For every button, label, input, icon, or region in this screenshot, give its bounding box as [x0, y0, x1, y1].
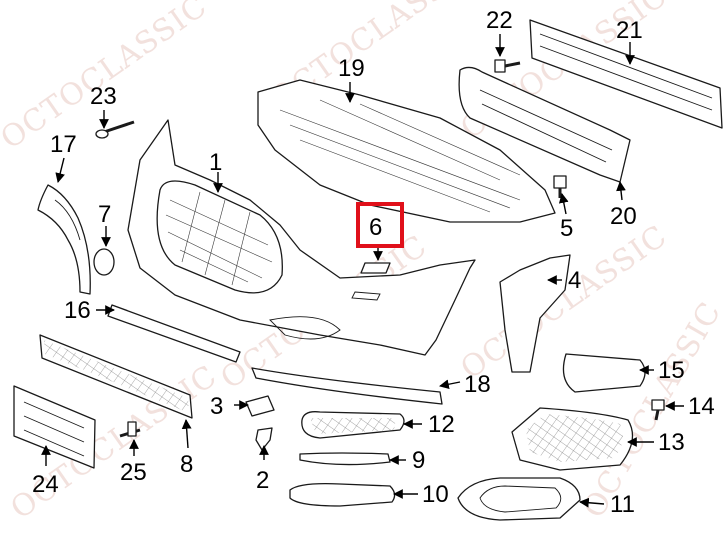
callout-23: 23	[90, 83, 117, 110]
part-13-fog-grille	[511, 407, 634, 471]
callout-20: 20	[610, 203, 637, 230]
callout-6: 6	[369, 214, 382, 241]
part-10-bezel	[289, 482, 396, 507]
part-15-cap	[562, 353, 646, 393]
callout-15: 15	[658, 357, 685, 384]
callout-11: 11	[610, 491, 635, 518]
callout-22: 22	[486, 7, 513, 34]
part-7-ring	[93, 248, 115, 276]
part-1-bumper-cover	[127, 119, 476, 356]
callout-4: 4	[568, 267, 581, 294]
part-6-tow-cover	[356, 202, 404, 274]
callout-8: 8	[180, 451, 193, 478]
callout-1: 1	[209, 149, 222, 176]
part-22-bolt	[494, 59, 521, 73]
callout-10: 10	[422, 481, 449, 508]
part-21-reinforcement	[529, 19, 723, 129]
callout-14: 14	[688, 393, 715, 420]
part-9-trim	[299, 452, 391, 466]
callout-13: 13	[658, 429, 685, 456]
part-17-liner	[37, 184, 91, 295]
part-3-nut	[245, 395, 275, 417]
part-20-absorber	[458, 66, 631, 183]
part-25-clip	[119, 421, 141, 438]
callout-19: 19	[338, 55, 365, 82]
callout-18: 18	[464, 371, 491, 398]
callout-21: 21	[616, 17, 643, 44]
part-23-bolt	[95, 120, 135, 139]
part-14-bolt	[651, 399, 665, 421]
part-2-clip	[255, 427, 273, 451]
leader-lines	[41, 34, 684, 508]
callout-5: 5	[560, 215, 573, 242]
callout-16: 16	[64, 297, 91, 324]
part-12-insert	[301, 411, 405, 439]
callout-7: 7	[98, 201, 111, 228]
callout-12: 12	[428, 411, 455, 438]
part-18-strip	[251, 367, 443, 405]
callout-3: 3	[210, 393, 223, 420]
part-11-bezel	[457, 477, 581, 521]
highlight-box	[356, 202, 404, 248]
part-24-plate	[13, 385, 96, 469]
callout-9: 9	[412, 447, 425, 474]
callout-17: 17	[50, 131, 77, 158]
callout-25: 25	[120, 459, 147, 486]
part-8-lower-grille	[39, 334, 193, 419]
part-16-strip	[107, 304, 241, 363]
part-5-bolt	[553, 175, 567, 198]
callout-24: 24	[32, 471, 59, 498]
part-19-undertray	[257, 79, 556, 223]
callout-labels: 1 2 3 4 5 6 7 8 9 10 11 12 13 14 15 16 1…	[32, 7, 715, 518]
callout-2: 2	[256, 467, 269, 494]
